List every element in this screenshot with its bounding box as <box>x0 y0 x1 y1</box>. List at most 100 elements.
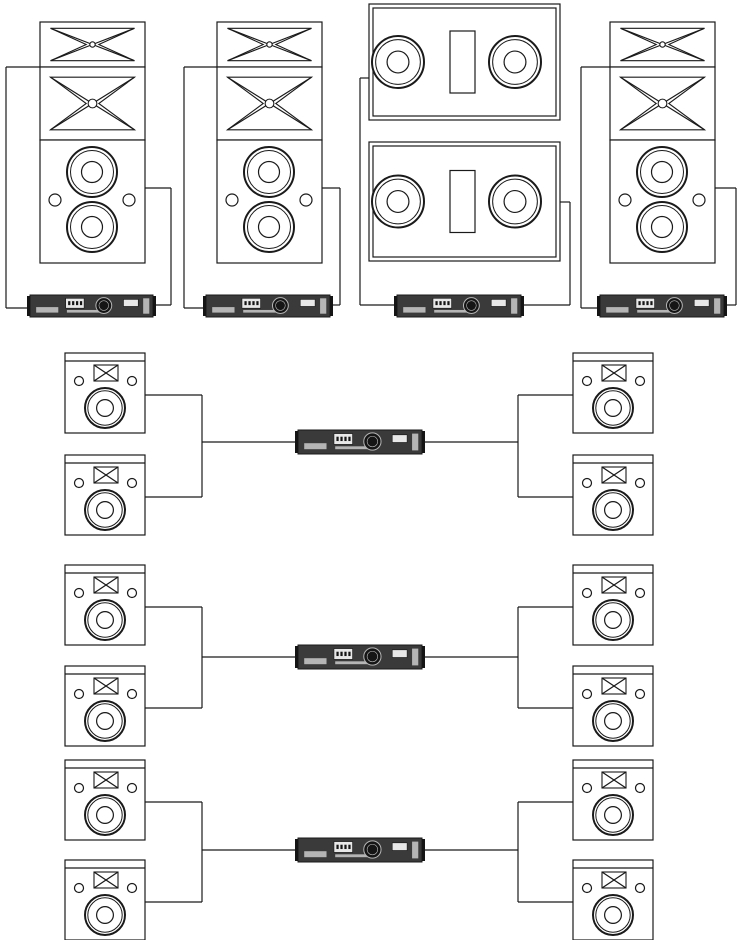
stack-right <box>609 21 716 264</box>
woofer-icon <box>243 201 295 253</box>
bass-port-icon <box>634 375 646 387</box>
floor-monitor-left-upper <box>64 564 146 646</box>
horn-icon <box>39 66 146 141</box>
power-amplifier-monitor-1 <box>295 429 425 455</box>
horn-icon <box>216 21 323 68</box>
horn-icon <box>93 677 119 695</box>
woofer-icon <box>636 201 688 253</box>
floor-monitor-right-lower <box>572 859 654 940</box>
woofer-cabinet <box>609 139 716 264</box>
bass-port-icon <box>126 375 138 387</box>
monitor-group-2 <box>64 564 654 747</box>
woofer-icon <box>84 894 126 936</box>
horn-icon <box>601 364 627 382</box>
horn-icon <box>609 66 716 141</box>
woofer-icon <box>66 201 118 253</box>
woofer-icon <box>592 387 634 429</box>
bass-port-icon <box>126 882 138 894</box>
bass-port-icon <box>73 375 85 387</box>
wiring <box>5 66 737 903</box>
horn-icon <box>601 466 627 484</box>
horn-icon <box>93 771 119 789</box>
horn-icon <box>601 576 627 594</box>
floor-monitor-left-upper <box>64 352 146 434</box>
stack-left <box>39 21 146 264</box>
power-amplifier-monitor-2 <box>295 644 425 670</box>
power-amplifier-stack-right <box>597 294 727 318</box>
woofer-icon <box>84 387 126 429</box>
horn-icon <box>39 21 146 68</box>
woofer-icon <box>371 174 425 229</box>
floor-monitor-left-upper <box>64 759 146 841</box>
horn-icon <box>216 66 323 141</box>
stack-center-subwoofer <box>368 3 561 262</box>
bass-port-icon <box>126 477 138 489</box>
bass-port-icon <box>581 375 593 387</box>
floor-monitor-left-lower <box>64 859 146 940</box>
bass-port-icon <box>581 477 593 489</box>
subwoofer-cabinet <box>368 141 561 262</box>
woofer-icon <box>84 700 126 742</box>
stack-center-left <box>216 21 323 264</box>
horn-icon <box>93 466 119 484</box>
bass-port-icon <box>634 688 646 700</box>
floor-monitor-right-upper <box>572 759 654 841</box>
woofer-icon <box>371 35 425 89</box>
bass-port-icon <box>126 587 138 599</box>
bass-port-icon <box>634 587 646 599</box>
bass-port-icon <box>299 193 313 207</box>
horn-icon <box>601 771 627 789</box>
bass-port-icon <box>634 782 646 794</box>
bass-port-icon <box>73 882 85 894</box>
horn-icon <box>609 21 716 68</box>
woofer-icon <box>84 794 126 836</box>
horn-icon <box>93 364 119 382</box>
bass-port-icon <box>225 193 239 207</box>
woofer-icon <box>592 700 634 742</box>
bass-port-icon <box>581 587 593 599</box>
woofer-icon <box>66 146 118 198</box>
floor-monitor-right-upper <box>572 564 654 646</box>
bass-port-icon <box>126 782 138 794</box>
floor-monitor-left-lower <box>64 454 146 536</box>
bass-port-icon <box>73 782 85 794</box>
woofer-icon <box>84 489 126 531</box>
bass-port-icon <box>73 477 85 489</box>
woofer-icon <box>592 894 634 936</box>
power-amplifier-subwoofer <box>394 294 524 318</box>
woofer-icon <box>592 599 634 641</box>
monitor-rows <box>64 352 654 940</box>
bass-port-icon <box>122 193 136 207</box>
horn-icon <box>601 871 627 889</box>
woofer-icon <box>488 174 542 229</box>
bass-port-icon <box>48 193 62 207</box>
bass-port-icon <box>581 688 593 700</box>
woofer-icon <box>84 599 126 641</box>
monitor-group-1 <box>64 352 654 536</box>
subwoofer-cabinet <box>368 3 561 121</box>
bass-port-icon <box>73 688 85 700</box>
horn-icon <box>601 677 627 695</box>
woofer-icon <box>488 35 542 89</box>
bass-port-icon <box>692 193 706 207</box>
woofer-icon <box>636 146 688 198</box>
power-amplifier-stack-left <box>27 294 156 318</box>
power-amplifier-stack-center-left <box>203 294 333 318</box>
woofer-icon <box>592 489 634 531</box>
floor-monitor-left-lower <box>64 665 146 747</box>
horn-icon <box>93 576 119 594</box>
main-speaker-stacks <box>39 3 716 264</box>
woofer-icon <box>243 146 295 198</box>
amplifiers <box>27 294 727 863</box>
monitor-group-3 <box>64 759 654 940</box>
horn-icon <box>93 871 119 889</box>
bass-port-icon <box>581 882 593 894</box>
floor-monitor-right-lower <box>572 665 654 747</box>
woofer-cabinet <box>216 139 323 264</box>
bass-port-icon <box>618 193 632 207</box>
woofer-icon <box>592 794 634 836</box>
floor-monitor-right-upper <box>572 352 654 434</box>
bass-port-icon <box>581 782 593 794</box>
bass-port-icon <box>634 882 646 894</box>
